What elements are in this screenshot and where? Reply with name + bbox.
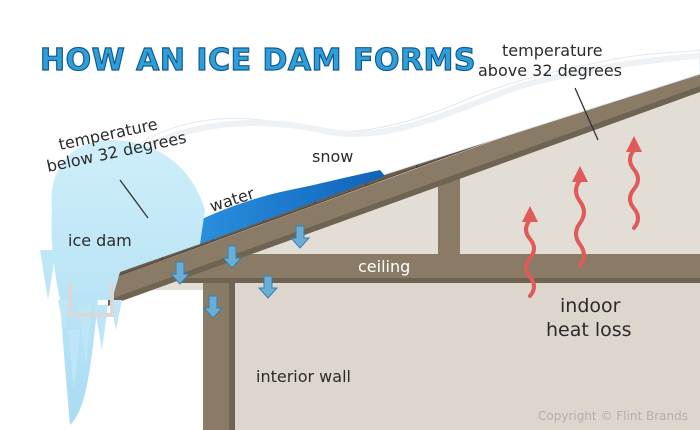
ceiling-joist-shadow — [180, 278, 700, 283]
pointer-temp-above — [574, 87, 599, 141]
label-heat-loss-1: indoor — [560, 295, 621, 317]
drip-arrow-icon — [257, 275, 279, 299]
rafter-shadow — [108, 86, 700, 306]
label-temp-above-1: temperature — [502, 41, 603, 60]
pointer-temp-below — [119, 179, 149, 219]
diagram-title: HOW AN ICE DAM FORMS — [40, 43, 476, 78]
wall-post-shadow — [229, 282, 235, 430]
roof-rafter — [108, 66, 700, 304]
label-snow: snow — [312, 147, 353, 166]
label-temp-above-2: above 32 degrees — [478, 61, 622, 80]
interior-wall-post — [203, 282, 233, 430]
ice-dam-mass — [51, 140, 206, 425]
copyright-text: Copyright © Flint Brands — [538, 409, 688, 423]
drip-arrow-icon — [202, 295, 224, 319]
label-ice-dam: ice dam — [68, 231, 132, 250]
drip-arrow-icon — [169, 261, 191, 285]
gutter — [68, 283, 114, 317]
drip-arrow-icon — [221, 245, 243, 269]
water-layer — [195, 170, 385, 244]
drip-arrow-icon — [289, 225, 311, 249]
heat-arrows — [522, 136, 642, 298]
ceiling-joist — [180, 254, 700, 280]
snow-highlight — [138, 53, 700, 153]
label-interior-wall: interior wall — [256, 367, 351, 386]
icicles — [40, 250, 122, 390]
heat-arrow-icon — [522, 206, 538, 298]
label-heat-loss-2: heat loss — [546, 319, 632, 341]
label-ceiling: ceiling — [358, 257, 410, 276]
heat-arrow-icon — [572, 166, 588, 268]
room-interior — [230, 278, 700, 430]
heat-arrow-icon — [626, 136, 642, 230]
drip-arrows — [169, 225, 311, 319]
roof-support-post — [438, 175, 460, 255]
